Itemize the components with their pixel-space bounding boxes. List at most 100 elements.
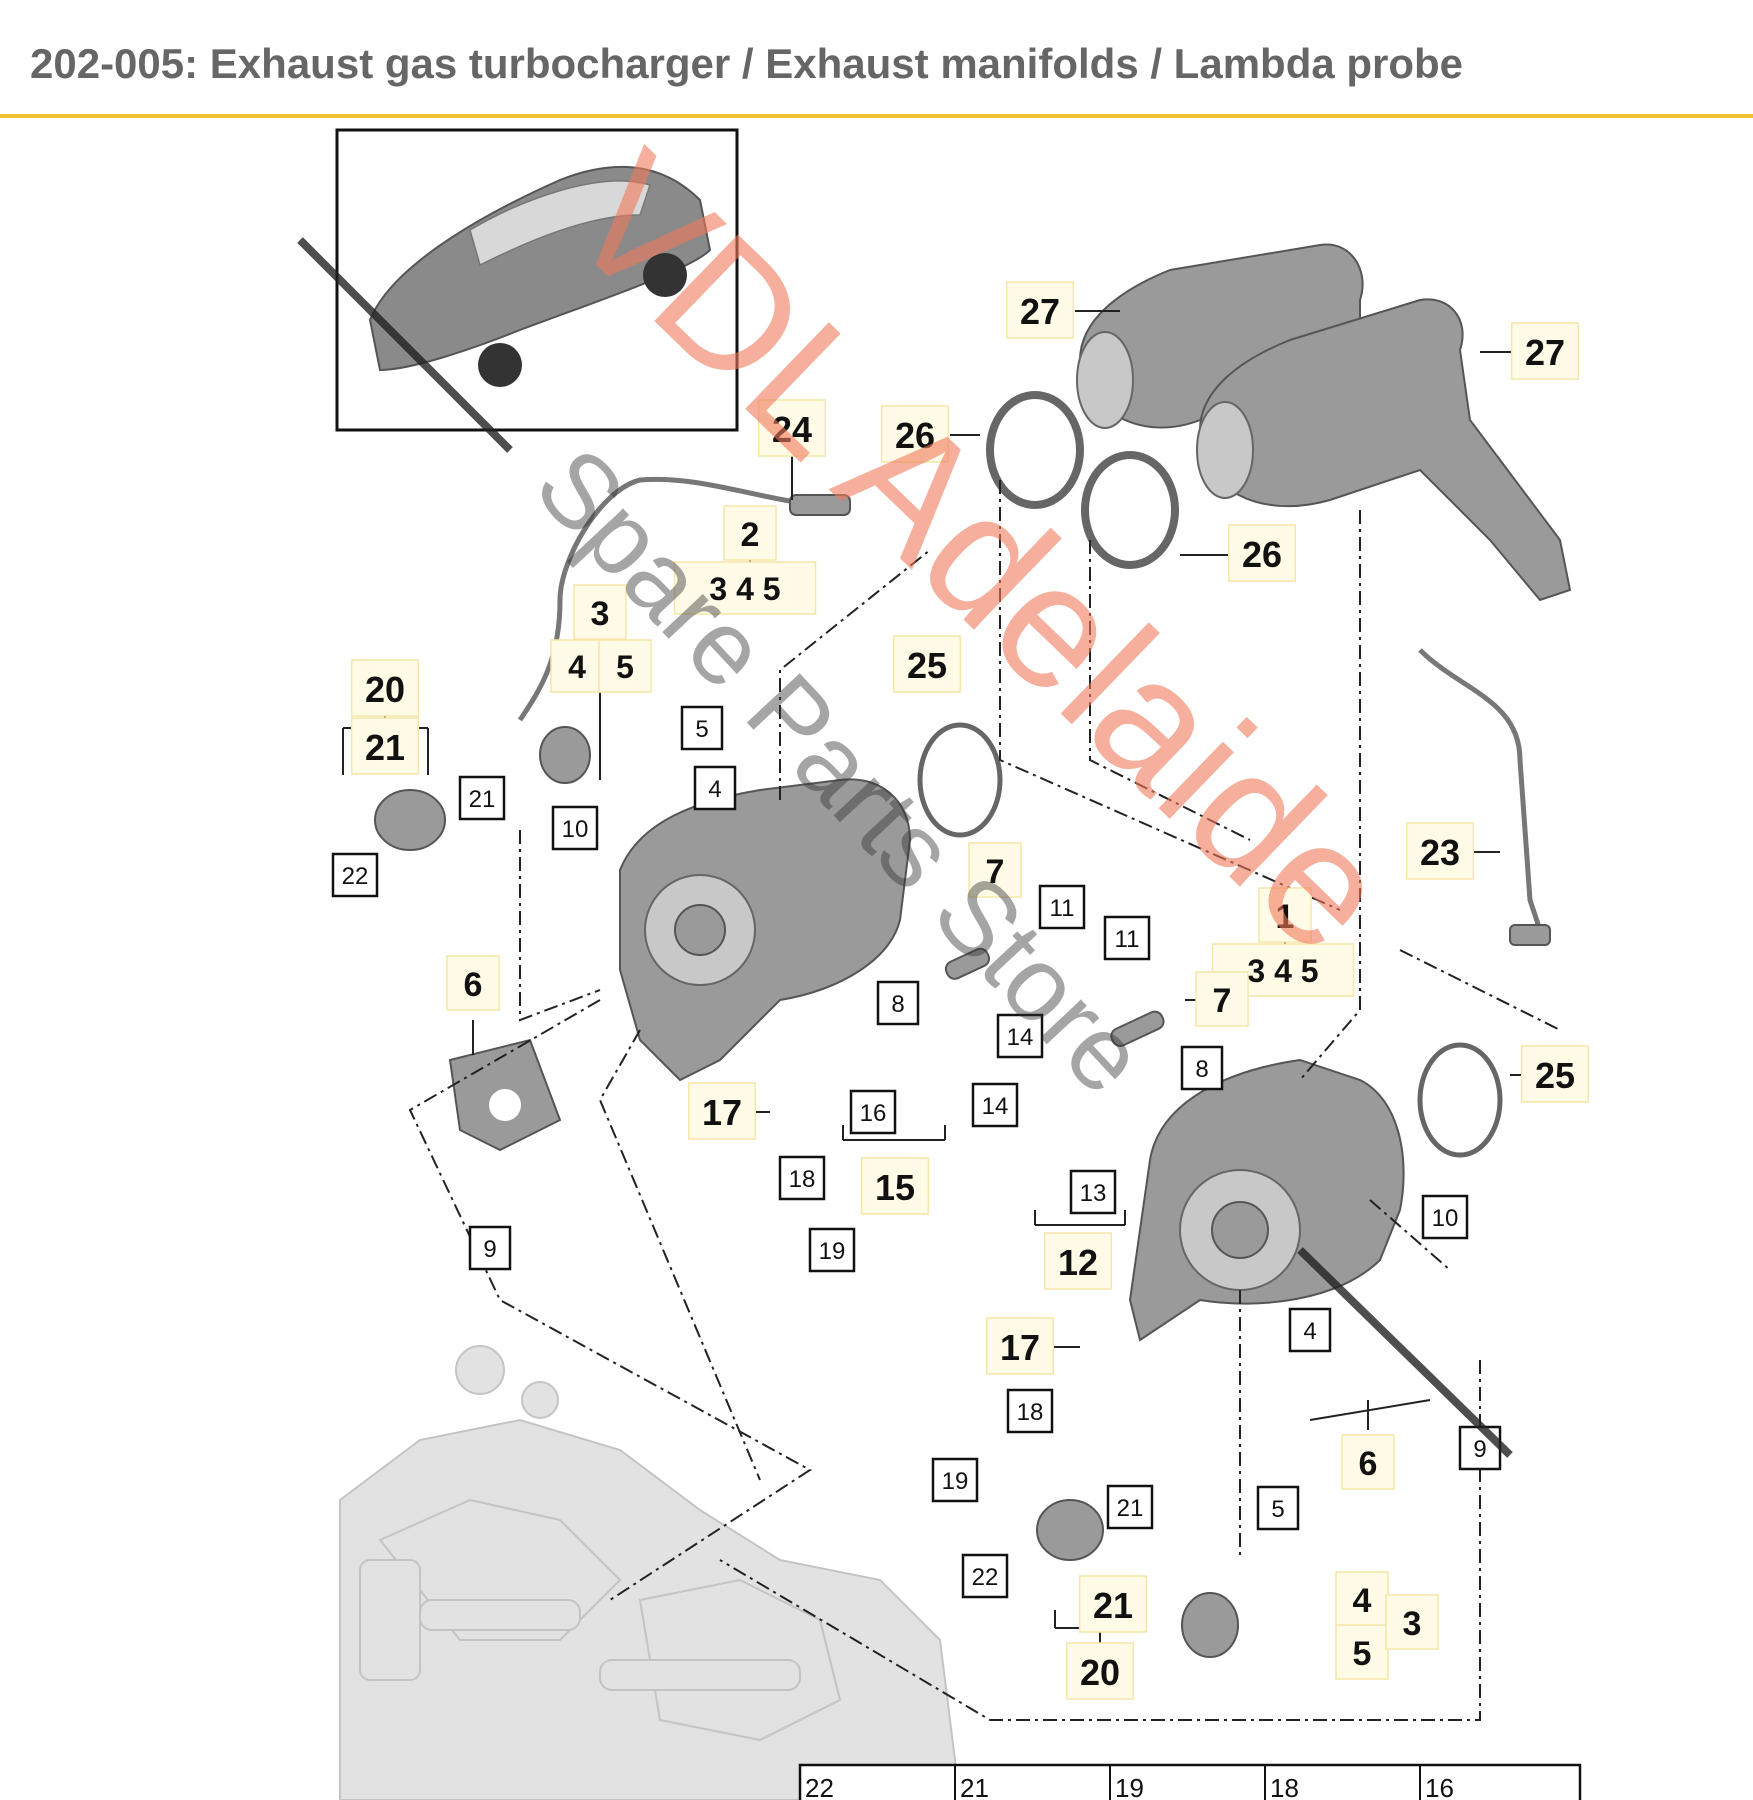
box-frame-16 <box>1421 1194 1469 1240</box>
box-label-b5a: 5 <box>695 716 708 743</box>
strip-label-3: 18 <box>1270 1773 1299 1800</box>
callout-bg-28 <box>1335 1624 1389 1680</box>
strip-label-1: 21 <box>960 1773 989 1800</box>
box-label-b11a: 11 <box>1050 895 1075 922</box>
box-frame-14 <box>808 1227 856 1273</box>
clamps <box>986 391 1179 569</box>
callout-label-c6a: 6 <box>464 966 483 1004</box>
catalytic-converters <box>1076 243 1572 602</box>
callout-label-c7b: 7 <box>1213 982 1232 1020</box>
box-frame-11 <box>971 1082 1019 1128</box>
callout-bg-10 <box>892 635 962 693</box>
callout-bg-7 <box>573 584 627 640</box>
box-frame-21 <box>1106 1484 1154 1530</box>
box-frame-10 <box>849 1089 897 1135</box>
box-label-b4a: 4 <box>708 776 721 803</box>
callout-bg-16 <box>1405 822 1475 880</box>
callout-label-c4a: 4 <box>568 649 586 685</box>
callout-label-c345a: 3 4 5 <box>709 571 780 607</box>
callout-bg-0 <box>1005 281 1075 339</box>
box-label-b8a: 8 <box>891 991 904 1018</box>
box-label-b9b: 9 <box>1473 1436 1486 1463</box>
box-frame-0 <box>680 705 724 751</box>
callout-label-c15: 15 <box>875 1167 915 1208</box>
box-label-b19a: 19 <box>819 1238 846 1265</box>
callout-bg-12 <box>350 717 420 775</box>
vehicle-thumbnail <box>335 128 739 432</box>
page-title: 202-005: Exhaust gas turbocharger / Exha… <box>30 40 1464 87</box>
callout-bg-17 <box>446 955 500 1011</box>
box-frame-17 <box>1288 1307 1332 1353</box>
turbocharger-left <box>619 778 912 1082</box>
callout-bg-13 <box>968 842 1022 898</box>
box-label-b5b: 5 <box>1271 1496 1284 1523</box>
callout-bg-1 <box>1510 322 1580 380</box>
box-frame-9 <box>1180 1045 1224 1091</box>
callout-label-c1: 1 <box>1276 898 1295 936</box>
box-frame-18 <box>1006 1388 1054 1434</box>
callout-bg-21 <box>860 1157 930 1215</box>
callout-bg-19 <box>1520 1045 1590 1103</box>
callout-label-c26b: 26 <box>1242 534 1282 575</box>
box-label-b21b: 21 <box>1117 1495 1144 1522</box>
callout-label-c27b: 27 <box>1525 332 1565 373</box>
callout-label-c17a: 17 <box>702 1092 742 1133</box>
box-frame-15 <box>468 1225 512 1271</box>
page-header: 202-005: Exhaust gas turbocharger / Exha… <box>0 0 1753 118</box>
callout-label-c17b: 17 <box>1000 1327 1040 1368</box>
box-frame-8 <box>996 1013 1044 1059</box>
strip-label-2: 19 <box>1115 1773 1144 1800</box>
callout-bg-25 <box>1078 1575 1148 1633</box>
callout-label-c25a: 25 <box>907 645 947 686</box>
callout-bg-4 <box>1227 524 1297 582</box>
box-frame-6 <box>1103 915 1151 961</box>
callout-bg-9 <box>598 639 652 693</box>
box-label-b4b: 4 <box>1303 1318 1316 1345</box>
callout-label-c23: 23 <box>1420 832 1460 873</box>
turbocharger-right <box>1128 1058 1405 1342</box>
assembly-lines <box>408 480 1561 1721</box>
callout-bg-6 <box>673 561 817 615</box>
box-frame-12 <box>778 1155 826 1201</box>
box-label-b14a: 14 <box>1007 1024 1034 1051</box>
callout-label-c21a: 21 <box>365 727 405 768</box>
box-frame-1 <box>693 765 737 811</box>
box-frame-20 <box>931 1457 979 1503</box>
callout-label-c25b: 25 <box>1535 1055 1575 1096</box>
box-frame-4 <box>331 852 379 898</box>
callout-bg-14 <box>1258 887 1312 943</box>
box-label-b13: 13 <box>1080 1180 1107 1207</box>
callout-label-c7a: 7 <box>986 853 1005 891</box>
callout-bg-23 <box>985 1317 1055 1375</box>
box-frame-13 <box>1069 1169 1117 1215</box>
callout-label-c5a: 5 <box>616 649 634 685</box>
callout-label-c3b: 3 <box>1403 1605 1422 1643</box>
box-frame-7 <box>876 980 920 1026</box>
callout-label-c27a: 27 <box>1020 291 1060 332</box>
box-label-b8b: 8 <box>1195 1056 1208 1083</box>
box-label-b18a: 18 <box>789 1166 816 1193</box>
strip-label-0: 22 <box>805 1773 834 1800</box>
callout-bg-18 <box>1195 971 1249 1027</box>
callout-label-c21b: 21 <box>1093 1585 1133 1626</box>
callout-label-c12: 12 <box>1058 1242 1098 1283</box>
box-frame-2 <box>458 775 506 821</box>
box-label-b22a: 22 <box>342 863 369 890</box>
callout-label-c3a: 3 <box>591 595 610 633</box>
callout-bg-3 <box>880 405 950 463</box>
engine-block-illustration <box>339 1345 962 1800</box>
callout-label-c5b: 5 <box>1353 1635 1372 1673</box>
box-label-b19b: 19 <box>942 1468 969 1495</box>
callout-bg-2 <box>757 399 827 457</box>
callout-label-c2: 2 <box>741 516 760 554</box>
small-components <box>374 722 1503 1658</box>
callout-label-c24: 24 <box>772 409 812 450</box>
callout-bg-11 <box>350 659 420 717</box>
box-label-b14b: 14 <box>982 1093 1009 1120</box>
strip-label-4: 16 <box>1425 1773 1454 1800</box>
box-frame-5 <box>1038 884 1086 930</box>
box-frame-23 <box>961 1553 1009 1599</box>
box-label-b11b: 11 <box>1115 926 1140 953</box>
